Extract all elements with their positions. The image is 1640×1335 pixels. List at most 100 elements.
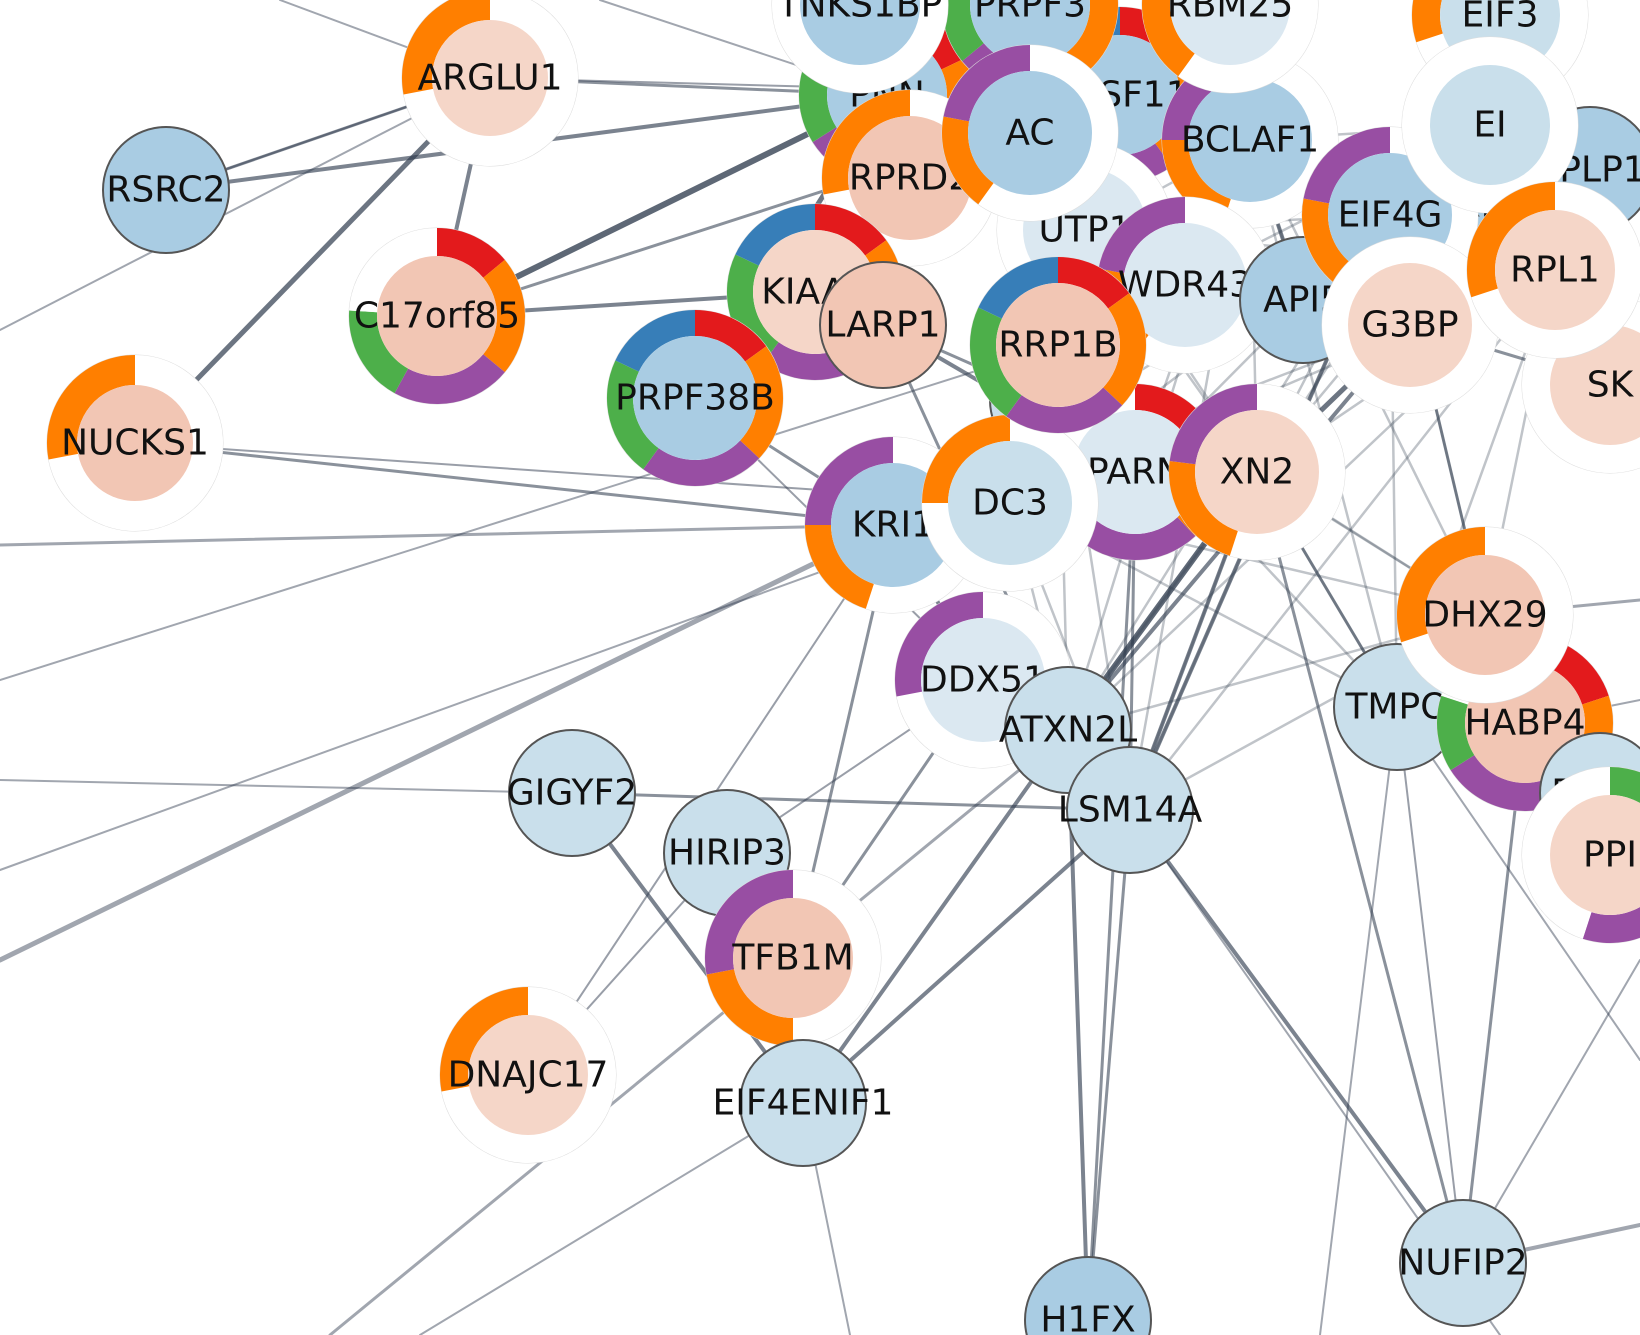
node-ring-segment [437, 228, 505, 278]
node-label: TMPO [1344, 687, 1448, 728]
node-circle [1066, 746, 1194, 874]
node-label: RBM25 [1167, 0, 1294, 26]
edge [0, 77, 491, 331]
node-ring-segment [1142, 0, 1195, 77]
node-ring-segment [1467, 182, 1555, 298]
node-circle [432, 20, 548, 136]
edge [1255, 470, 1465, 1265]
node-label: HIRIP3 [668, 833, 786, 874]
node-circle [468, 1015, 588, 1135]
node-label: KRI1 [852, 505, 934, 546]
node-dc3[interactable]: DC3 [921, 414, 1099, 592]
node-ring-segment [1103, 293, 1146, 406]
node-label: NUCKS1 [61, 423, 209, 464]
edge [1461, 721, 1527, 1265]
node-ring-segment [695, 310, 767, 362]
node-ring-segment [1006, 387, 1123, 434]
edge [1396, 706, 1464, 1264]
node-label: DC3 [972, 483, 1048, 524]
node-ring-segment [970, 307, 1022, 417]
node-label: H1FX [1040, 1300, 1135, 1335]
node-tfb1m[interactable]: TFB1M [704, 869, 882, 1047]
node-rpl1[interactable]: RPL1 [1466, 181, 1640, 359]
node-xn2[interactable]: XN2 [1168, 383, 1346, 561]
node-ring-segment [978, 257, 1058, 319]
node-ring-segment [942, 0, 984, 62]
node-ring-segment [1401, 37, 1578, 213]
node-rbm25[interactable]: RBM25 [1141, 0, 1319, 94]
node-ring-segment [805, 525, 874, 609]
node-ring-segment [439, 987, 528, 1092]
node-eif4enif1[interactable]: EIF4ENIF1 [713, 1039, 894, 1167]
node-label: EI [1473, 105, 1506, 146]
node-circle [77, 385, 193, 501]
node-label: RSRC2 [106, 170, 225, 211]
edge [801, 728, 1070, 1105]
node-ring-segment [1321, 237, 1498, 414]
node-ring-segment [1471, 182, 1640, 358]
node-ring-segment [1582, 906, 1640, 943]
node-ring-segment [483, 259, 525, 373]
edge [328, 728, 1070, 1335]
node-tnks1bp[interactable]: TNKS1BP [771, 0, 949, 94]
node-nucks1[interactable]: NUCKS1 [46, 354, 224, 532]
node-ei[interactable]: EI [1401, 36, 1579, 214]
node-circle [739, 1039, 867, 1167]
node-ring-segment [1303, 126, 1390, 204]
node-ring-segment [1098, 197, 1185, 274]
node-ring-segment [402, 0, 490, 95]
node-ring-segment [349, 310, 409, 394]
node-ring-segment [895, 592, 983, 697]
node-label: PARN [1087, 452, 1183, 493]
node-circle [1425, 555, 1545, 675]
node-layer: ARGLU1RSRC2C17orf85NUCKS1PNNSRSF11BCLAF1… [46, 0, 1640, 1335]
node-circle [948, 441, 1072, 565]
node-ac[interactable]: AC [941, 44, 1119, 222]
node-circle [1024, 1256, 1152, 1335]
node-label: RRP1B [998, 325, 1117, 366]
node-ring-segment [1401, 527, 1574, 703]
node-lsm14a[interactable]: LSM14A [1058, 746, 1203, 874]
node-arglu1[interactable]: ARGLU1 [401, 0, 579, 167]
node-circle [1195, 410, 1319, 534]
node-dnajc17[interactable]: DNAJC17 [439, 986, 617, 1164]
node-larp1[interactable]: LARP1 [819, 261, 947, 389]
edge [0, 522, 896, 963]
edge [0, 779, 573, 794]
edge [1396, 706, 1640, 1061]
node-circle [508, 729, 636, 857]
node-g3bp[interactable]: G3BP [1321, 236, 1499, 414]
node-ppi[interactable]: PPI [1521, 766, 1640, 944]
node-circle [848, 116, 972, 240]
node-ring-segment [822, 90, 910, 195]
node-ring-segment [403, 0, 578, 166]
node-rsrc2[interactable]: RSRC2 [102, 126, 230, 254]
node-ring-segment [1058, 257, 1130, 309]
node-ring-segment [706, 969, 793, 1046]
node-ring-segment [441, 987, 616, 1163]
edge [801, 808, 1132, 1105]
node-rrp1b[interactable]: RRP1B [969, 256, 1147, 434]
node-ring-segment [1133, 197, 1273, 373]
node-prpf38b[interactable]: PRPF38B [606, 309, 784, 487]
edge [1086, 470, 1137, 1322]
node-ring-segment [942, 116, 994, 205]
node-label: EIF4G [1338, 195, 1443, 236]
node-c17orf85[interactable]: C17orf85 [348, 227, 526, 405]
node-circle [377, 256, 497, 376]
node-label: LSM14A [1058, 790, 1203, 831]
node-label: PPI [1583, 835, 1637, 876]
node-ring-segment [349, 228, 437, 313]
node-label: DNAJC17 [448, 1055, 609, 1096]
node-gigyf2[interactable]: GIGYF2 [507, 729, 637, 857]
edge [133, 441, 895, 527]
node-circle [996, 283, 1120, 407]
node-circle [1495, 210, 1615, 330]
edge [419, 1102, 804, 1335]
node-label: G3BP [1361, 305, 1458, 346]
node-dhx29[interactable]: DHX29 [1396, 526, 1574, 704]
edge [0, 523, 895, 547]
node-h1fx[interactable]: H1FX [1024, 1256, 1152, 1335]
node-circle [970, 0, 1090, 65]
node-nufip2[interactable]: NUFIP2 [1398, 1199, 1528, 1327]
